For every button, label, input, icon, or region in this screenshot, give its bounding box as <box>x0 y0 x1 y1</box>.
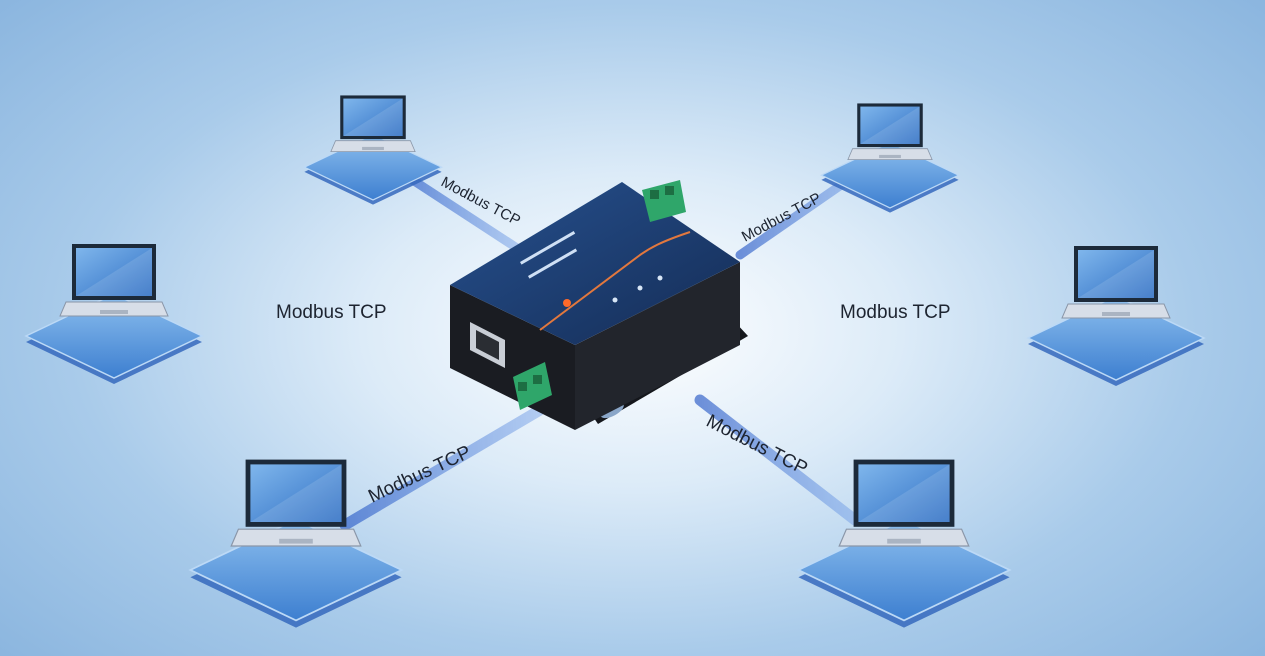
link-top-left <box>400 170 525 255</box>
modbus-gateway-icon <box>450 180 748 430</box>
link-bottom-right <box>694 394 861 526</box>
link-label-mid-right: Modbus TCP <box>840 302 951 323</box>
link-label-bottom-right: Modbus TCP <box>703 411 811 480</box>
laptop-icon <box>797 458 1011 629</box>
link-label-bottom-left: Modbus TCP <box>365 442 474 508</box>
laptop-icon <box>189 458 403 629</box>
laptop-icon <box>820 102 960 214</box>
link-label-top-right: Modbus TCP <box>739 190 824 246</box>
laptop-icon <box>1027 245 1205 387</box>
link-label-mid-left: Modbus TCP <box>276 302 387 323</box>
link-bottom-left <box>339 404 546 531</box>
laptop-icon <box>25 243 203 385</box>
